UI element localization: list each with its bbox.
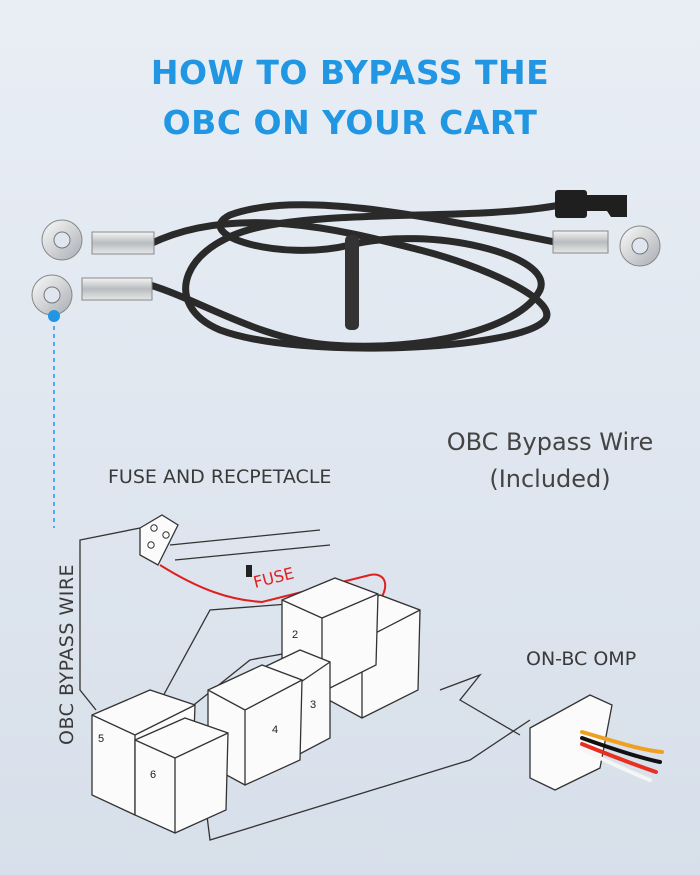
side-bypass-label: OBC BYPASS WIRE [56, 563, 78, 745]
page-title: HOW TO BYPASS THE OBC ON YOUR CART [0, 48, 700, 148]
bypass-wire-label: OBC Bypass Wire (Included) [415, 424, 685, 498]
ring-terminal-left-top [41, 219, 155, 261]
onbc-module [529, 694, 664, 791]
svg-text:4: 4 [272, 724, 278, 736]
battery-6: 6 [134, 717, 229, 834]
svg-text:6: 6 [150, 769, 156, 781]
fuse-receptacle-label: FUSE AND RECPETACLE [108, 466, 332, 488]
leader-dot [48, 310, 60, 322]
ring-terminal-left-bottom [31, 274, 153, 316]
bypass-wire-label-line-1: OBC Bypass Wire [446, 428, 654, 456]
fuse-label: FUSE [251, 563, 296, 591]
cable-tie [345, 235, 359, 330]
fuse-element [246, 565, 252, 577]
leader-line [48, 310, 60, 528]
bypass-cable [31, 190, 661, 352]
receptacle [139, 514, 179, 566]
svg-text:3: 3 [310, 699, 316, 711]
inline-fuse-holder [555, 190, 627, 218]
title-line-2: OBC ON YOUR CART [162, 103, 538, 142]
title-line-1: HOW TO BYPASS THE [150, 53, 550, 92]
ring-terminal-right [552, 225, 661, 267]
onbc-label: ON-BC OMP [526, 648, 637, 670]
svg-text:5: 5 [98, 733, 104, 745]
battery-pack: 1 2 3 4 5 6 [91, 577, 421, 834]
svg-text:2: 2 [292, 629, 298, 641]
bypass-wire-label-line-2: (Included) [489, 465, 611, 493]
